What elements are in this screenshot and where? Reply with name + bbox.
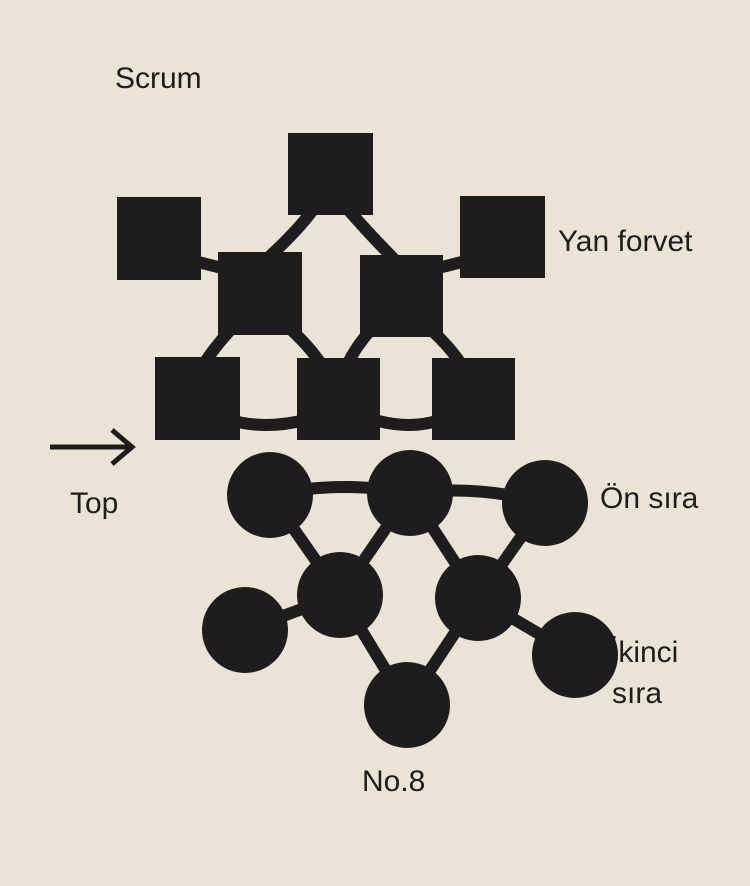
player-square: [432, 358, 515, 440]
player-square: [155, 357, 240, 440]
player-circle: [364, 662, 450, 748]
player-circle: [502, 460, 588, 546]
label-number-eight: No.8: [362, 765, 426, 798]
player-square: [360, 255, 443, 337]
player-square: [117, 197, 201, 280]
player-circle: [435, 555, 521, 641]
player-square: [288, 133, 373, 215]
forward-squares: [117, 133, 545, 440]
player-circle: [202, 587, 288, 673]
label-second-row-1: İkinci: [610, 636, 679, 669]
arrow-icon: [50, 428, 136, 466]
forward-circles: [202, 450, 618, 748]
player-square: [218, 252, 302, 335]
player-circle: [297, 552, 383, 638]
label-front-row: Ön sıra: [600, 482, 699, 515]
player-square: [297, 358, 380, 440]
connector: [373, 414, 442, 431]
diagram-title: Scrum: [115, 62, 202, 95]
label-second-row-2: sıra: [612, 677, 663, 710]
player-circle: [367, 450, 453, 536]
label-ball: Top: [70, 487, 119, 520]
player-circle: [532, 612, 618, 698]
player-circle: [227, 452, 313, 538]
connector: [228, 414, 307, 431]
label-flanker: Yan forvet: [558, 225, 693, 258]
player-square: [460, 196, 545, 278]
